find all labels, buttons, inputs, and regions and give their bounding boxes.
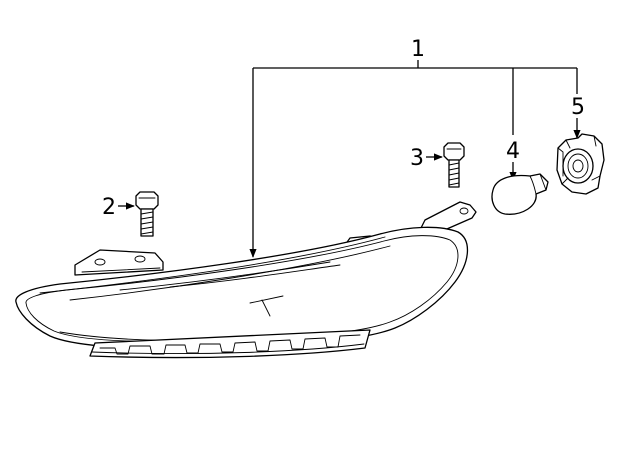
callout-1: 1 (411, 37, 425, 62)
bulb-socket (556, 133, 605, 195)
bolt-right (443, 142, 465, 188)
callout-3: 3 (410, 146, 424, 171)
leader-lines (118, 60, 581, 258)
headlamp-assembly (15, 201, 477, 359)
callout-5: 5 (571, 95, 585, 120)
callout-2: 2 (102, 195, 116, 220)
bulb (491, 173, 549, 215)
callout-4: 4 (506, 139, 520, 164)
bolt-left (135, 191, 159, 237)
